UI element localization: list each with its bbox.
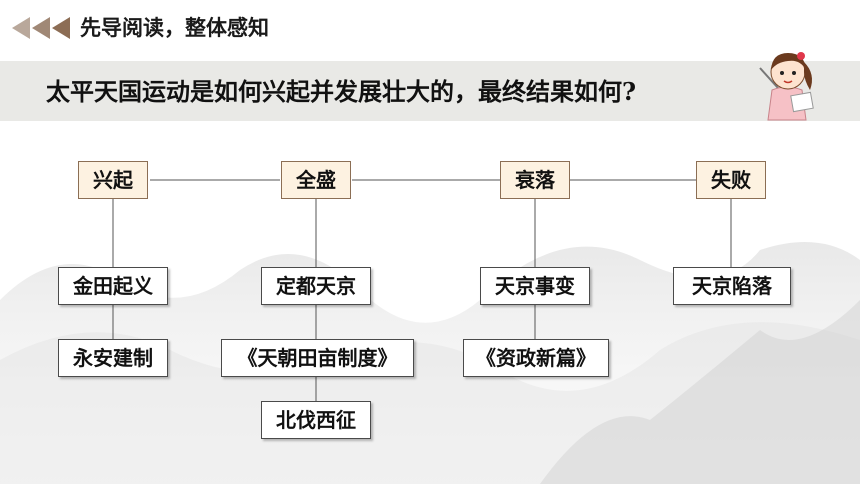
event-yongan-establishment: 永安建制	[58, 339, 168, 377]
question-band: 太平天国运动是如何兴起并发展壮大的，最终结果如何?	[0, 61, 860, 121]
section-header: 先导阅读，整体感知	[0, 0, 860, 56]
event-capital-tianjing: 定都天京	[261, 267, 371, 305]
stage-peak: 全盛	[281, 161, 351, 199]
section-title: 先导阅读，整体感知	[80, 15, 269, 40]
event-tianjing-fall: 天京陷落	[673, 267, 791, 305]
event-jintian-uprising: 金田起义	[58, 267, 168, 305]
back-arrows-icon	[12, 17, 70, 39]
guiding-question: 太平天国运动是如何兴起并发展壮大的，最终结果如何?	[46, 77, 637, 106]
stage-failure: 失败	[696, 161, 766, 199]
event-new-chapter: 《资政新篇》	[463, 339, 609, 377]
stage-decline: 衰落	[500, 161, 570, 199]
stage-rise: 兴起	[78, 161, 148, 199]
event-north-west-expedition: 北伐西征	[261, 401, 371, 439]
event-tianjing-incident: 天京事变	[480, 267, 590, 305]
teacher-girl-icon	[759, 52, 814, 121]
event-land-system: 《天朝田亩制度》	[221, 339, 414, 377]
